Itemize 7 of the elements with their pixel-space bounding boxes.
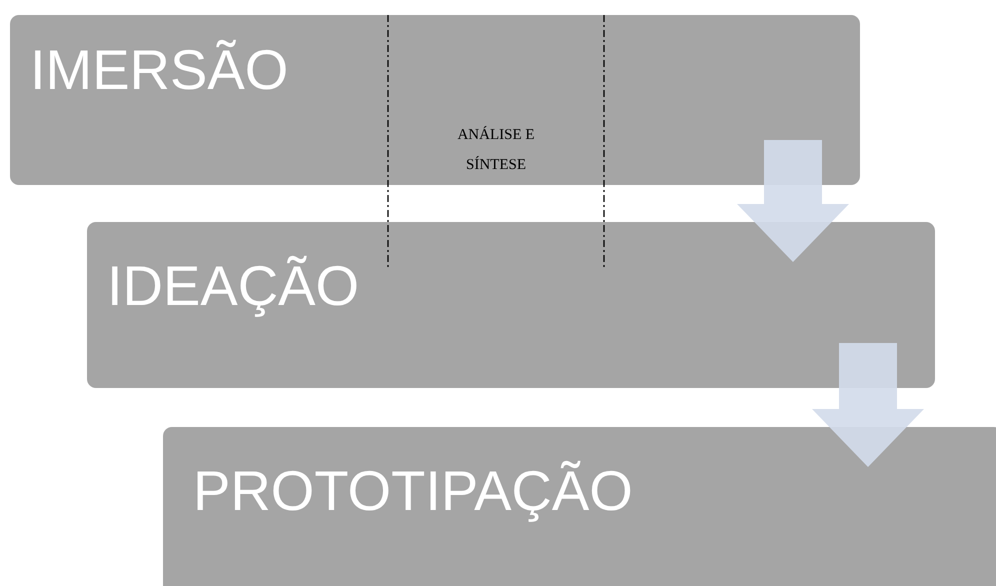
process-band: [163, 427, 996, 586]
process-band: [87, 222, 935, 388]
down-block-arrow: [737, 140, 849, 262]
down-block-arrow: [812, 343, 924, 467]
process-band: [10, 15, 860, 185]
phase-label: ANÁLISE E SÍNTESE: [456, 125, 536, 175]
stage-title: IMERSÃO: [30, 42, 288, 98]
